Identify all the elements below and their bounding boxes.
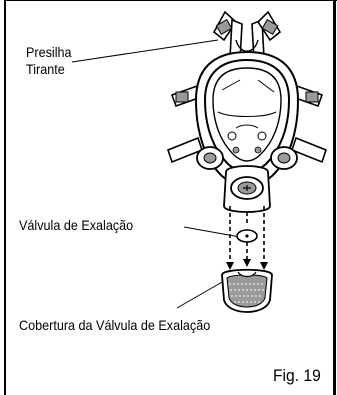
top-frame-line (4, 0, 337, 1)
exhalation-valve-disc (236, 229, 258, 267)
label-clip: Presilha (26, 44, 72, 60)
label-exhalation-valve-cover: Cobertura da Válvula de Exalação (19, 317, 211, 333)
valve-housing (223, 165, 271, 213)
figure-caption: Fig. 19 (273, 366, 321, 385)
cartridge-ports (196, 146, 298, 170)
assembly-arrows (226, 206, 268, 270)
leader-line-clip (71, 39, 219, 63)
left-frame-line (4, 0, 6, 395)
right-frame-line (333, 0, 336, 395)
label-strap: Tirante (26, 61, 65, 77)
leader-line-valve (183, 226, 241, 238)
exhalation-valve-cover (221, 268, 273, 313)
top-straps (212, 10, 282, 61)
label-exhalation-valve: Válvula de Exalação (19, 217, 134, 233)
